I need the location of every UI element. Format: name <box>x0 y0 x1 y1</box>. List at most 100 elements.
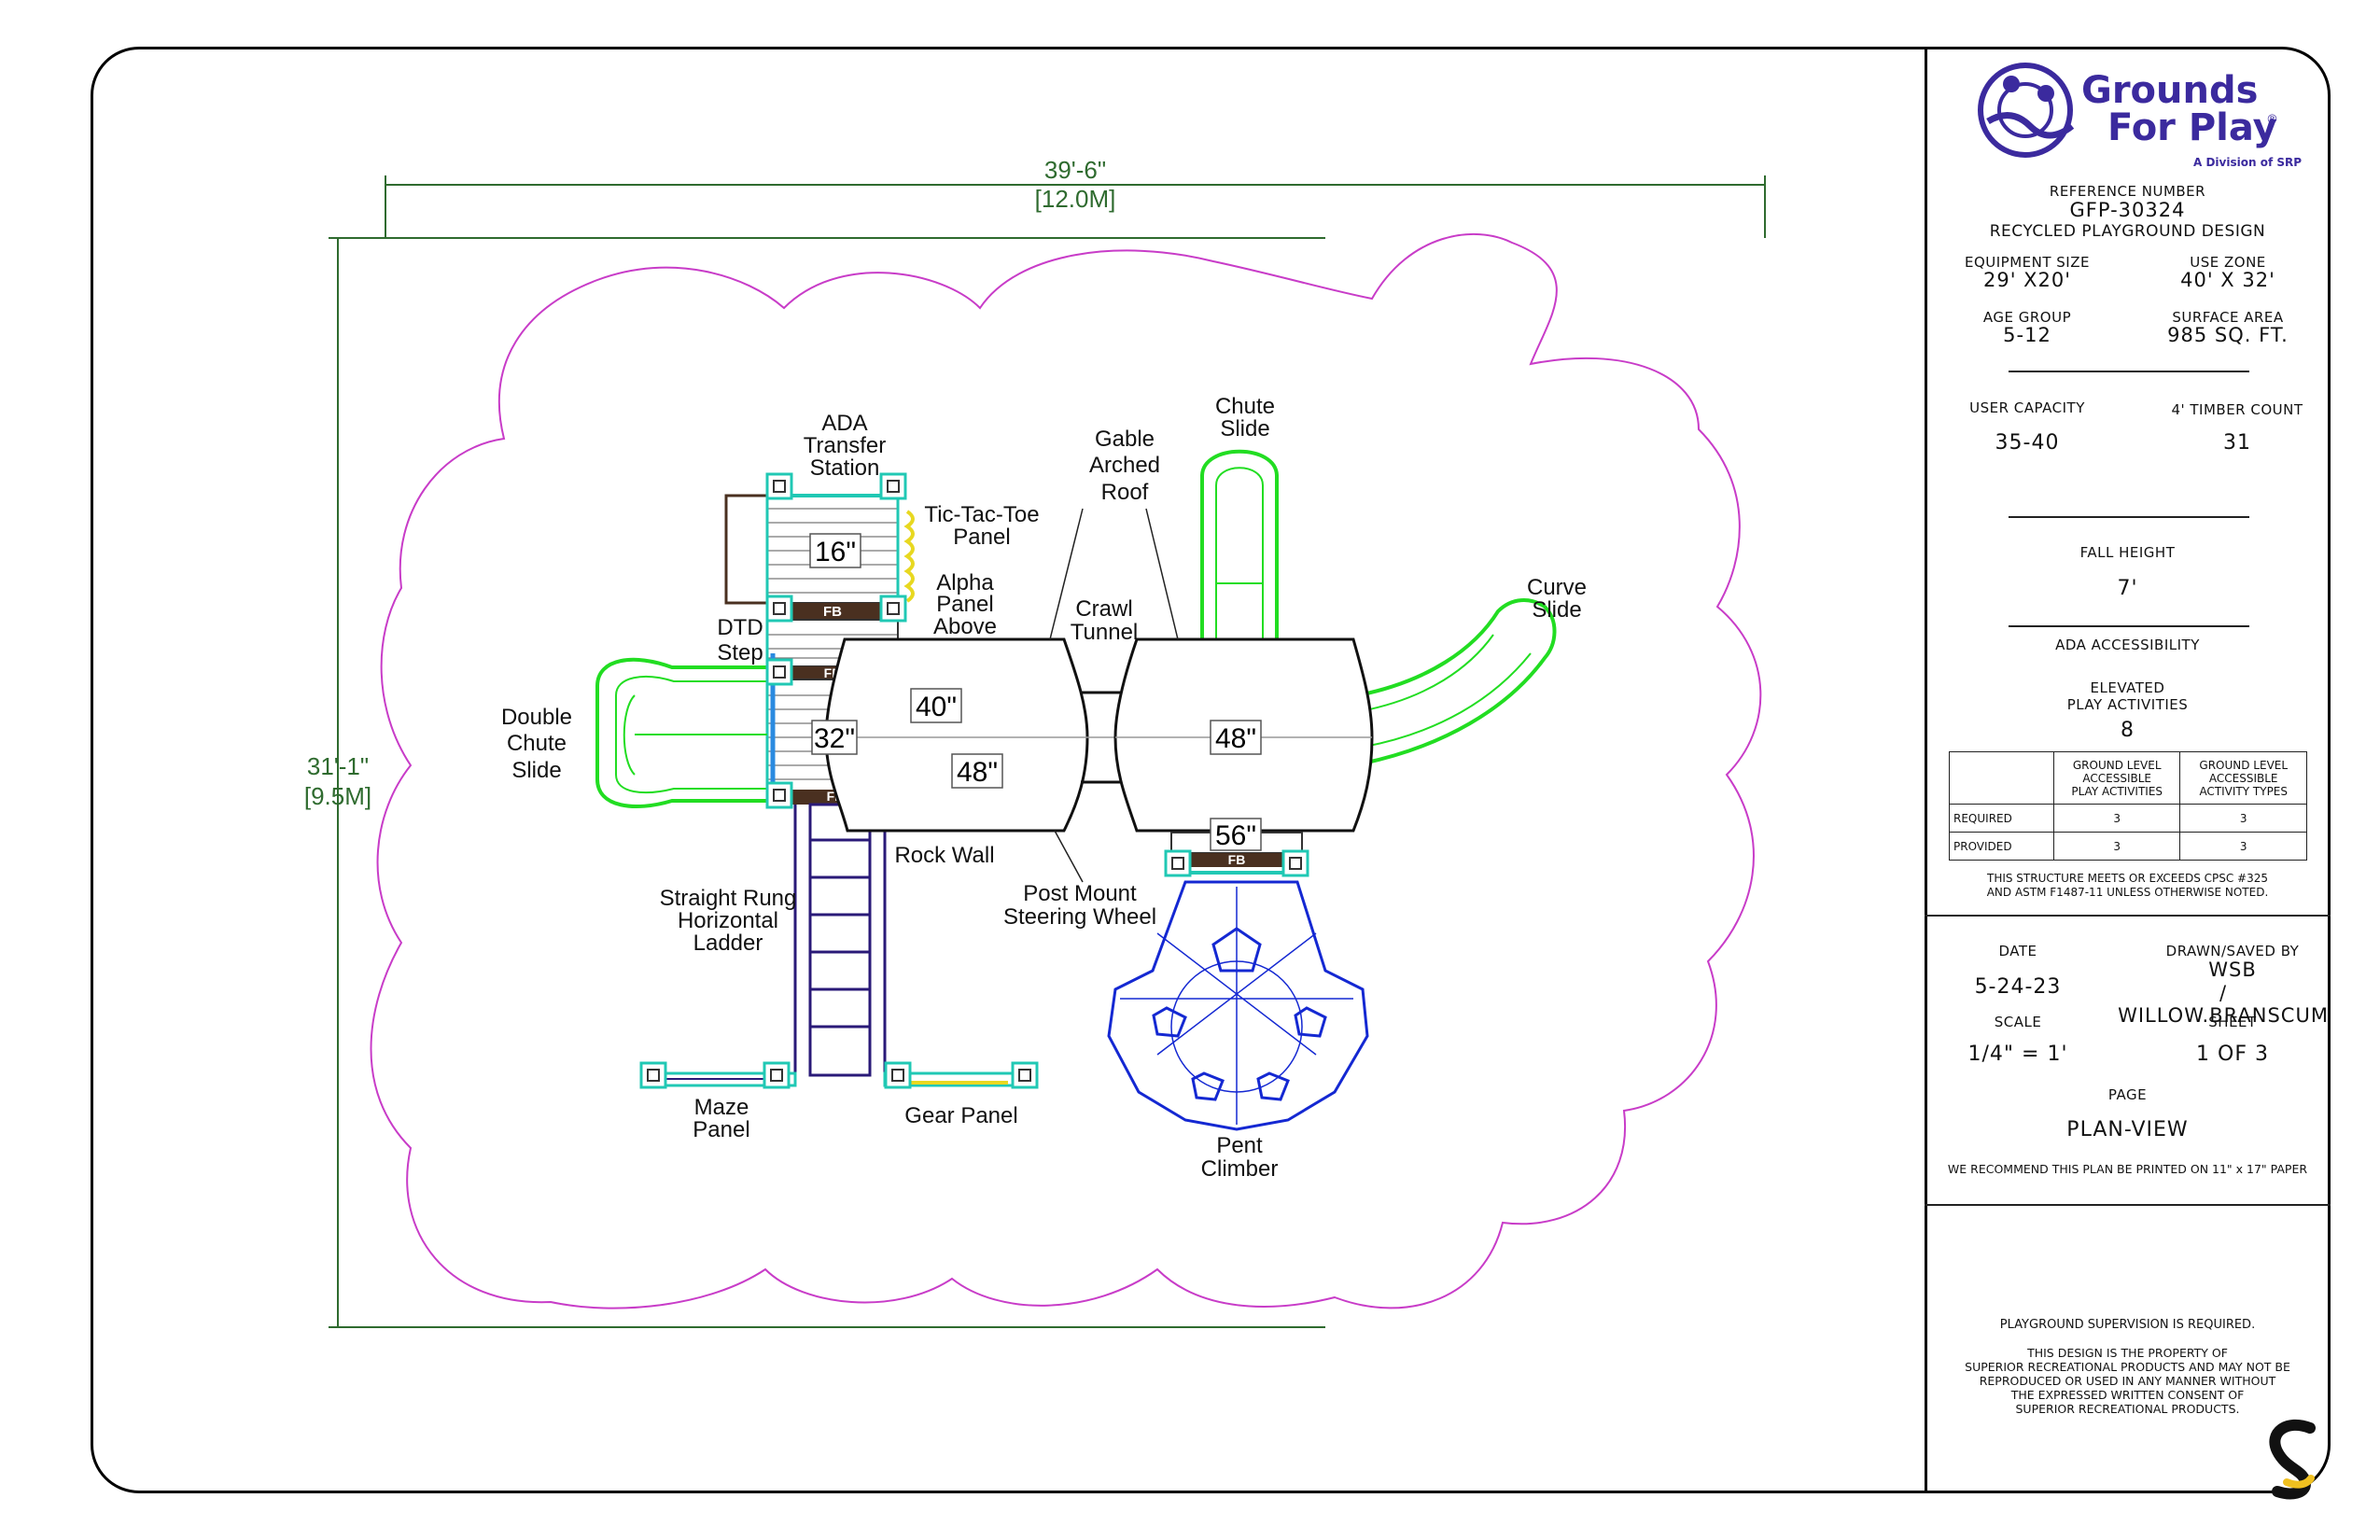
supervision-note: PLAYGROUND SUPERVISION IS REQUIRED. <box>1999 1318 2256 1332</box>
width-dim-ft: 39'-6" <box>1044 156 1106 184</box>
label-alpha-3: Above <box>933 614 997 639</box>
use-zone-label: USE ZONE <box>2190 254 2266 271</box>
fb-label-1: FB <box>823 604 842 620</box>
width-dim-m: [12.0M] <box>1035 185 1116 213</box>
property-3: REPRODUCED OR USED IN ANY MANNER WITHOUT <box>1979 1374 2276 1388</box>
table-head-2-line1: GROUND LEVEL <box>2199 758 2289 772</box>
drawn-by-label: DRAWN/SAVED BY <box>2165 943 2300 959</box>
row-value-a: 3 <box>2052 832 2181 861</box>
label-dcs-1: Double <box>501 705 572 730</box>
timber-count: 31 <box>2223 431 2251 455</box>
height-16: 16" <box>815 537 856 567</box>
table-head-1-line1: GROUND LEVEL <box>2072 758 2162 772</box>
label-chute-2: Slide <box>1220 416 1269 441</box>
gable-arched-roof-left <box>824 637 1089 833</box>
label-maze-2: Panel <box>693 1117 749 1142</box>
ref-label: REFERENCE NUMBER <box>2049 183 2206 200</box>
fb-label-4: FB <box>1228 852 1246 867</box>
label-alpha-2: Panel <box>936 592 993 617</box>
table-row: PROVIDED 3 3 <box>1949 832 2307 861</box>
date-label: DATE <box>1998 943 2037 959</box>
user-capacity: 35-40 <box>1995 431 2060 455</box>
double-chute-slide <box>595 657 767 808</box>
compliance-1: THIS STRUCTURE MEETS OR EXCEEDS CPSC #32… <box>1986 872 2269 885</box>
label-steer-1: Post Mount <box>1023 881 1137 906</box>
label-steer-2: Steering Wheel <box>1003 904 1156 930</box>
property-1: THIS DESIGN IS THE PROPERTY OF <box>2027 1346 2228 1360</box>
ada-label: ADA ACCESSIBILITY <box>2055 637 2200 653</box>
depth-dim-m: [9.5M] <box>304 782 371 810</box>
user-capacity-label: USER CAPACITY <box>1969 399 2085 416</box>
drawn-by: WSB <box>2208 959 2257 981</box>
row-label: PROVIDED <box>1949 832 2054 861</box>
label-ttt-1: Tic-Tac-Toe <box>924 502 1039 527</box>
table-head-2: GROUND LEVEL ACCESSIBLE ACTIVITY TYPES <box>2179 751 2307 805</box>
grounds-for-play-logo: Grounds For Play ® A Division of SRP <box>1978 63 2302 169</box>
row-value-b: 3 <box>2179 832 2307 861</box>
label-pent-2: Climber <box>1201 1156 1279 1182</box>
label-ladder-1: Straight Rung <box>660 886 797 911</box>
horizontal-ladder <box>793 803 887 1085</box>
rule-2 <box>2009 516 2249 518</box>
equipment-size: 29' X20' <box>1982 269 2072 291</box>
label-dtd-2: Step <box>717 640 763 665</box>
table-head-1: GROUND LEVEL ACCESSIBLE PLAY ACTIVITIES <box>2052 751 2181 805</box>
label-ttt-2: Panel <box>953 525 1010 550</box>
height-56: 56" <box>1215 820 1256 851</box>
label-ladder-3: Ladder <box>693 931 763 956</box>
brand-division: A Division of SRP <box>2193 156 2302 169</box>
elevated-count: 8 <box>2121 719 2135 742</box>
table-head-1-line2: ACCESSIBLE <box>2082 771 2151 785</box>
chute-slide <box>1200 449 1279 639</box>
label-ladder-2: Horizontal <box>678 908 778 933</box>
label-gear: Gear Panel <box>904 1103 1017 1128</box>
label-gable-2: Arched <box>1089 453 1160 478</box>
height-boxes <box>809 533 1262 851</box>
rule-1 <box>2009 371 2249 372</box>
component-labels: ADA Transfer Station Tic-Tac-Toe Panel A… <box>501 394 1587 1182</box>
brand-tm: ® <box>2266 113 2278 127</box>
age-group-label: AGE GROUP <box>1982 309 2072 326</box>
property-4: THE EXPRESSED WRITTEN CONSENT OF <box>2010 1388 2245 1402</box>
brand-line1: Grounds <box>2081 69 2258 112</box>
titleblock-divider <box>1925 47 1927 1493</box>
equipment-size-label: EQUIPMENT SIZE <box>1964 254 2090 271</box>
property-2: SUPERIOR RECREATIONAL PRODUCTS AND MAY N… <box>1965 1360 2290 1374</box>
width-dimension <box>385 175 1766 238</box>
pent-climber <box>1107 880 1369 1131</box>
use-zone-boundary <box>370 232 1762 1309</box>
surface-area-label: SURFACE AREA <box>2172 309 2284 326</box>
depth-dimension <box>329 237 1325 1328</box>
row-value-a: 3 <box>2052 804 2181 833</box>
brand-line2: For Play <box>2107 106 2277 149</box>
table-corner <box>1949 751 2054 805</box>
ada-transfer-station <box>724 485 915 805</box>
table-head-1-line3: PLAY ACTIVITIES <box>2071 784 2163 798</box>
label-ada-2: Transfer <box>804 433 886 458</box>
superior-s-logo <box>2269 1419 2316 1500</box>
height-48-right: 48" <box>1215 723 1256 754</box>
timber-count-label: 4' TIMBER COUNT <box>2171 401 2303 418</box>
label-curve-1: Curve <box>1527 575 1587 600</box>
height-48-left: 48" <box>957 757 998 788</box>
label-alpha-1: Alpha <box>936 570 994 595</box>
compliance-2: AND ASTM F1487-11 UNLESS OTHERWISE NOTED… <box>1986 886 2269 899</box>
label-dtd-1: DTD <box>717 615 763 640</box>
surface-area: 985 SQ. FT. <box>2167 324 2289 346</box>
design-name: RECYCLED PLAYGROUND DESIGN <box>1989 222 2266 241</box>
row-label: REQUIRED <box>1949 804 2054 833</box>
label-dcs-2: Chute <box>507 731 567 756</box>
page-label: PAGE <box>2107 1086 2148 1103</box>
elevated-label-1: ELEVATED <box>2090 679 2165 696</box>
accessibility-table: GROUND LEVEL ACCESSIBLE PLAY ACTIVITIES … <box>1949 751 2307 861</box>
label-gable-1: Gable <box>1095 427 1155 452</box>
scale-label: SCALE <box>1994 1014 2042 1030</box>
table-row: REQUIRED 3 3 <box>1949 804 2307 833</box>
fall-height: 7' <box>2117 577 2138 600</box>
age-group: 5-12 <box>2003 324 2051 346</box>
row-value-b: 3 <box>2179 804 2307 833</box>
label-ada-3: Station <box>810 455 880 481</box>
fall-height-label: FALL HEIGHT <box>2079 544 2176 561</box>
height-32: 32" <box>814 723 855 754</box>
